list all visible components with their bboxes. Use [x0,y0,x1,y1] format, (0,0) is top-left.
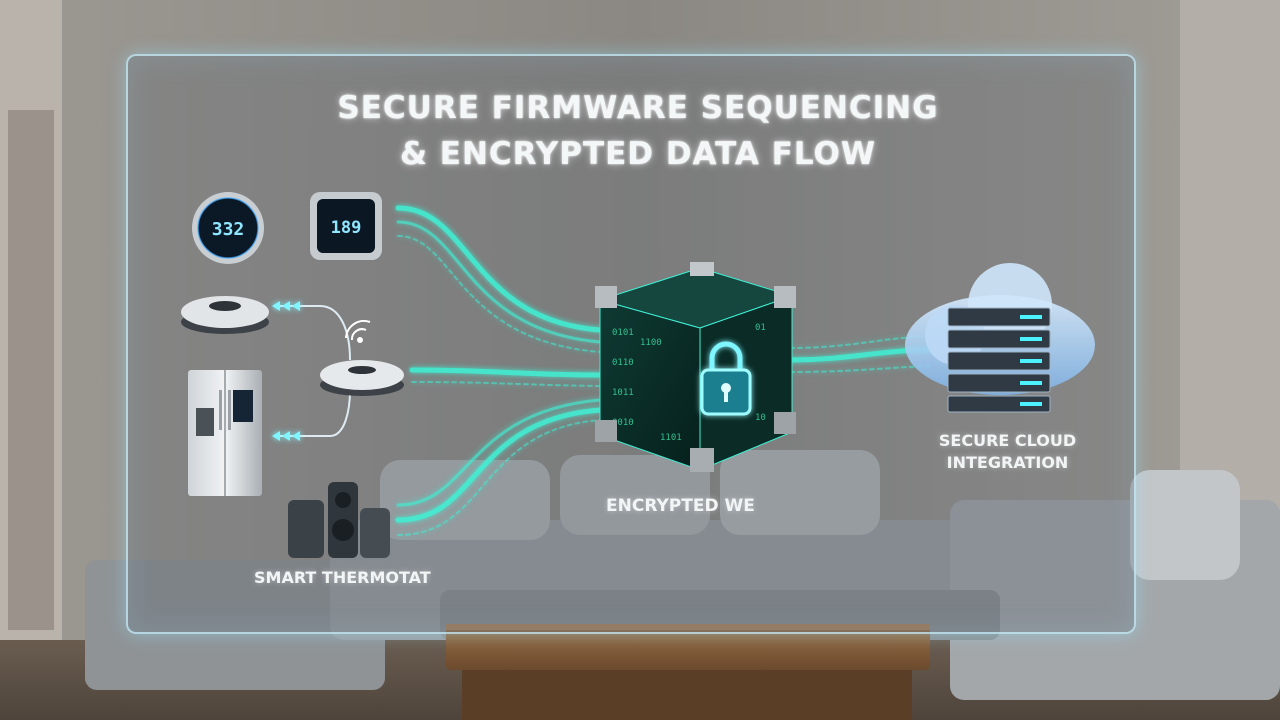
wifi-icon [345,319,371,343]
round-thermostat-display: 332 [212,219,245,240]
svg-text:1101: 1101 [660,433,682,443]
cloud-label-line2: INTEGRATION [946,453,1069,472]
square-thermostat-display: 189 [331,218,362,238]
svg-text:0101: 0101 [612,328,634,338]
square-thermostat-icon: 189 [310,192,382,260]
hub-label: ENCRYPTED WE [606,496,755,516]
robot-vacuum-icon [320,360,404,396]
stream-bottom [395,407,603,523]
round-thermostat-icon: 332 [192,192,264,264]
cloud-server-icon [905,263,1095,413]
svg-text:1011: 1011 [612,388,634,398]
svg-text:0010: 0010 [612,418,634,428]
svg-text:01: 01 [755,323,766,333]
refrigerator-icon [188,370,262,496]
svg-text:10: 10 [755,413,766,423]
robot-vacuum-icon [181,296,269,334]
coffee-table [446,624,930,720]
arrow-icon [272,301,300,441]
panel-title-line1: SECURE FIRMWARE SEQUENCING [337,90,939,126]
thermostat-label: SMART THERMOTAT [254,568,431,587]
lock-icon [700,341,752,416]
svg-text:1100: 1100 [640,338,662,348]
data-streams [395,205,933,536]
cloud-label: SECURE CLOUD INTEGRATION [920,430,1095,474]
panel-title-line2: & ENCRYPTED DATA FLOW [399,136,877,172]
device-connectors [280,305,351,437]
cloud-label-line1: SECURE CLOUD [938,431,1077,450]
stream-middle [409,367,603,378]
stream-top [395,205,603,333]
svg-text:0110: 0110 [612,358,634,368]
speaker-icon [288,482,390,558]
sofa [85,450,1280,700]
